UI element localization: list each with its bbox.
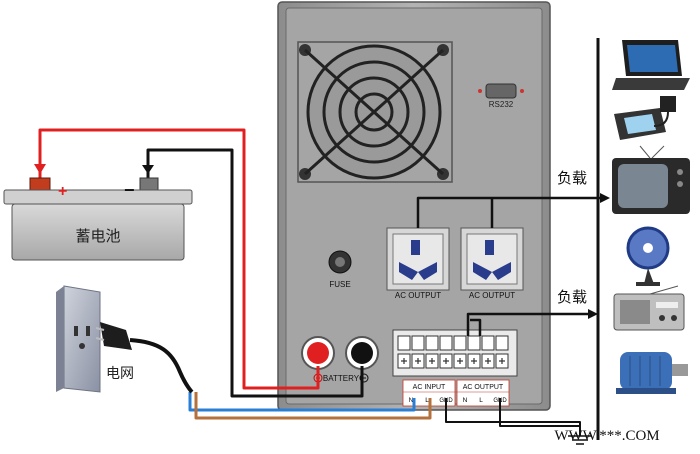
fuse-holder[interactable]: FUSE bbox=[328, 250, 352, 289]
blue-mains-wire bbox=[188, 392, 416, 412]
wires bbox=[38, 128, 600, 436]
fan-grill bbox=[297, 41, 453, 183]
plug-cable bbox=[129, 338, 194, 394]
load-label-top: 负载 bbox=[557, 169, 587, 187]
fan-icon bbox=[626, 226, 670, 286]
output-l: L bbox=[479, 397, 483, 404]
ac-output-title: AC OUTPUT bbox=[463, 384, 504, 391]
ground-wire-2 bbox=[499, 398, 580, 427]
arrow-black-terminal bbox=[142, 165, 154, 174]
load-wire-bottom bbox=[466, 312, 588, 336]
phone-charger-icon bbox=[614, 96, 676, 140]
battery-plus: + bbox=[58, 183, 67, 200]
black-battery-wire bbox=[146, 148, 364, 398]
fuse-label: FUSE bbox=[329, 280, 350, 289]
mains-label: 电网 bbox=[106, 366, 134, 382]
tv-icon bbox=[612, 145, 690, 214]
motor-icon bbox=[616, 352, 688, 394]
outlet-left-label: AC OUTPUT bbox=[395, 291, 441, 300]
battery-minus: − bbox=[124, 180, 135, 200]
ground-wire bbox=[445, 398, 581, 436]
arrow-bottom bbox=[588, 309, 598, 319]
output-n: N bbox=[463, 397, 468, 404]
load-wire-top bbox=[416, 196, 600, 228]
ac-input-title: AC INPUT bbox=[413, 384, 446, 391]
red-battery-wire bbox=[38, 128, 320, 390]
ac-output-outlet-left[interactable]: AC OUTPUT bbox=[386, 227, 450, 300]
terminal-block[interactable] bbox=[392, 329, 518, 377]
battery: 蓄电池 + − bbox=[3, 177, 193, 261]
rs232-label: RS232 bbox=[489, 100, 514, 109]
rs232-port[interactable]: RS232 bbox=[478, 83, 524, 109]
load-label-bottom: 负载 bbox=[557, 288, 587, 306]
arrow-top bbox=[600, 193, 610, 203]
ground-symbol bbox=[568, 435, 592, 445]
watermark-text: WWW.***.COM bbox=[554, 428, 659, 444]
power-plug bbox=[95, 322, 132, 350]
inverter-panel: RS232 FUSE AC OUTPUT AC OUTPUT bbox=[277, 1, 551, 411]
arrow-red-terminal bbox=[34, 164, 46, 174]
battery-terminal-label: BATTERY bbox=[323, 374, 360, 383]
battery-label: 蓄电池 bbox=[75, 227, 120, 245]
outlet-right-label: AC OUTPUT bbox=[469, 291, 515, 300]
wall-socket bbox=[56, 285, 101, 393]
input-l: L bbox=[425, 397, 429, 404]
brown-mains-wire bbox=[194, 392, 432, 420]
input-n: N bbox=[409, 397, 414, 404]
ac-output-outlet-right[interactable]: AC OUTPUT bbox=[460, 227, 524, 300]
laptop-icon bbox=[612, 40, 690, 90]
radio-icon bbox=[613, 285, 685, 331]
